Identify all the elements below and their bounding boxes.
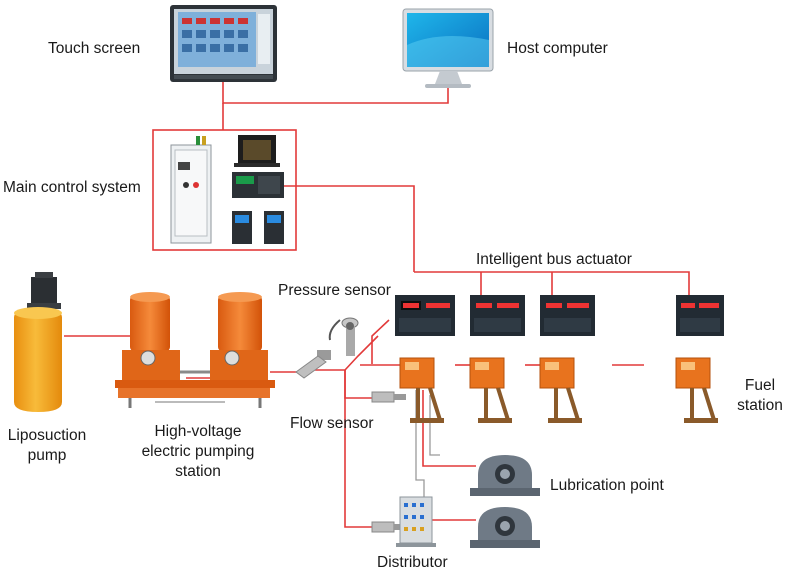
- label-main-control-system: Main control system: [3, 179, 141, 196]
- plc-icon: [232, 172, 284, 198]
- inverter-icon: [232, 211, 284, 244]
- label-distributor: Distributor: [377, 554, 448, 571]
- pumping-station-icon: [115, 292, 275, 408]
- label-flow-sensor: Flow sensor: [290, 415, 374, 432]
- touch-screen-icon: [170, 5, 277, 82]
- label-touch-screen: Touch screen: [48, 40, 141, 57]
- liposuction-pump-icon: [14, 272, 62, 412]
- wiring: [64, 82, 690, 528]
- label-lubrication-point: Lubrication point: [550, 477, 664, 494]
- bus-actuator-icons: [395, 295, 724, 336]
- label-liposuction-pump: Liposuction pump: [7, 427, 87, 464]
- host-computer-icon: [402, 8, 494, 88]
- transformer-icon: [234, 135, 280, 167]
- label-host-computer: Host computer: [507, 40, 608, 57]
- label-fuel-station: Fuel station: [737, 377, 783, 414]
- grey-wiring: [415, 390, 440, 500]
- label-pumping-station: High-voltage electric pumping station: [141, 423, 255, 480]
- label-pressure-sensor: Pressure sensor: [278, 282, 391, 299]
- valve-icons: [399, 357, 718, 423]
- pressure-sensor-icon: [295, 317, 359, 379]
- main-control-frame: [152, 129, 297, 251]
- control-cabinet-icon: [170, 136, 212, 244]
- distributor-icon: [396, 496, 436, 547]
- lubrication-point-icons: [470, 455, 540, 548]
- label-intelligent-bus-actuator: Intelligent bus actuator: [476, 251, 632, 268]
